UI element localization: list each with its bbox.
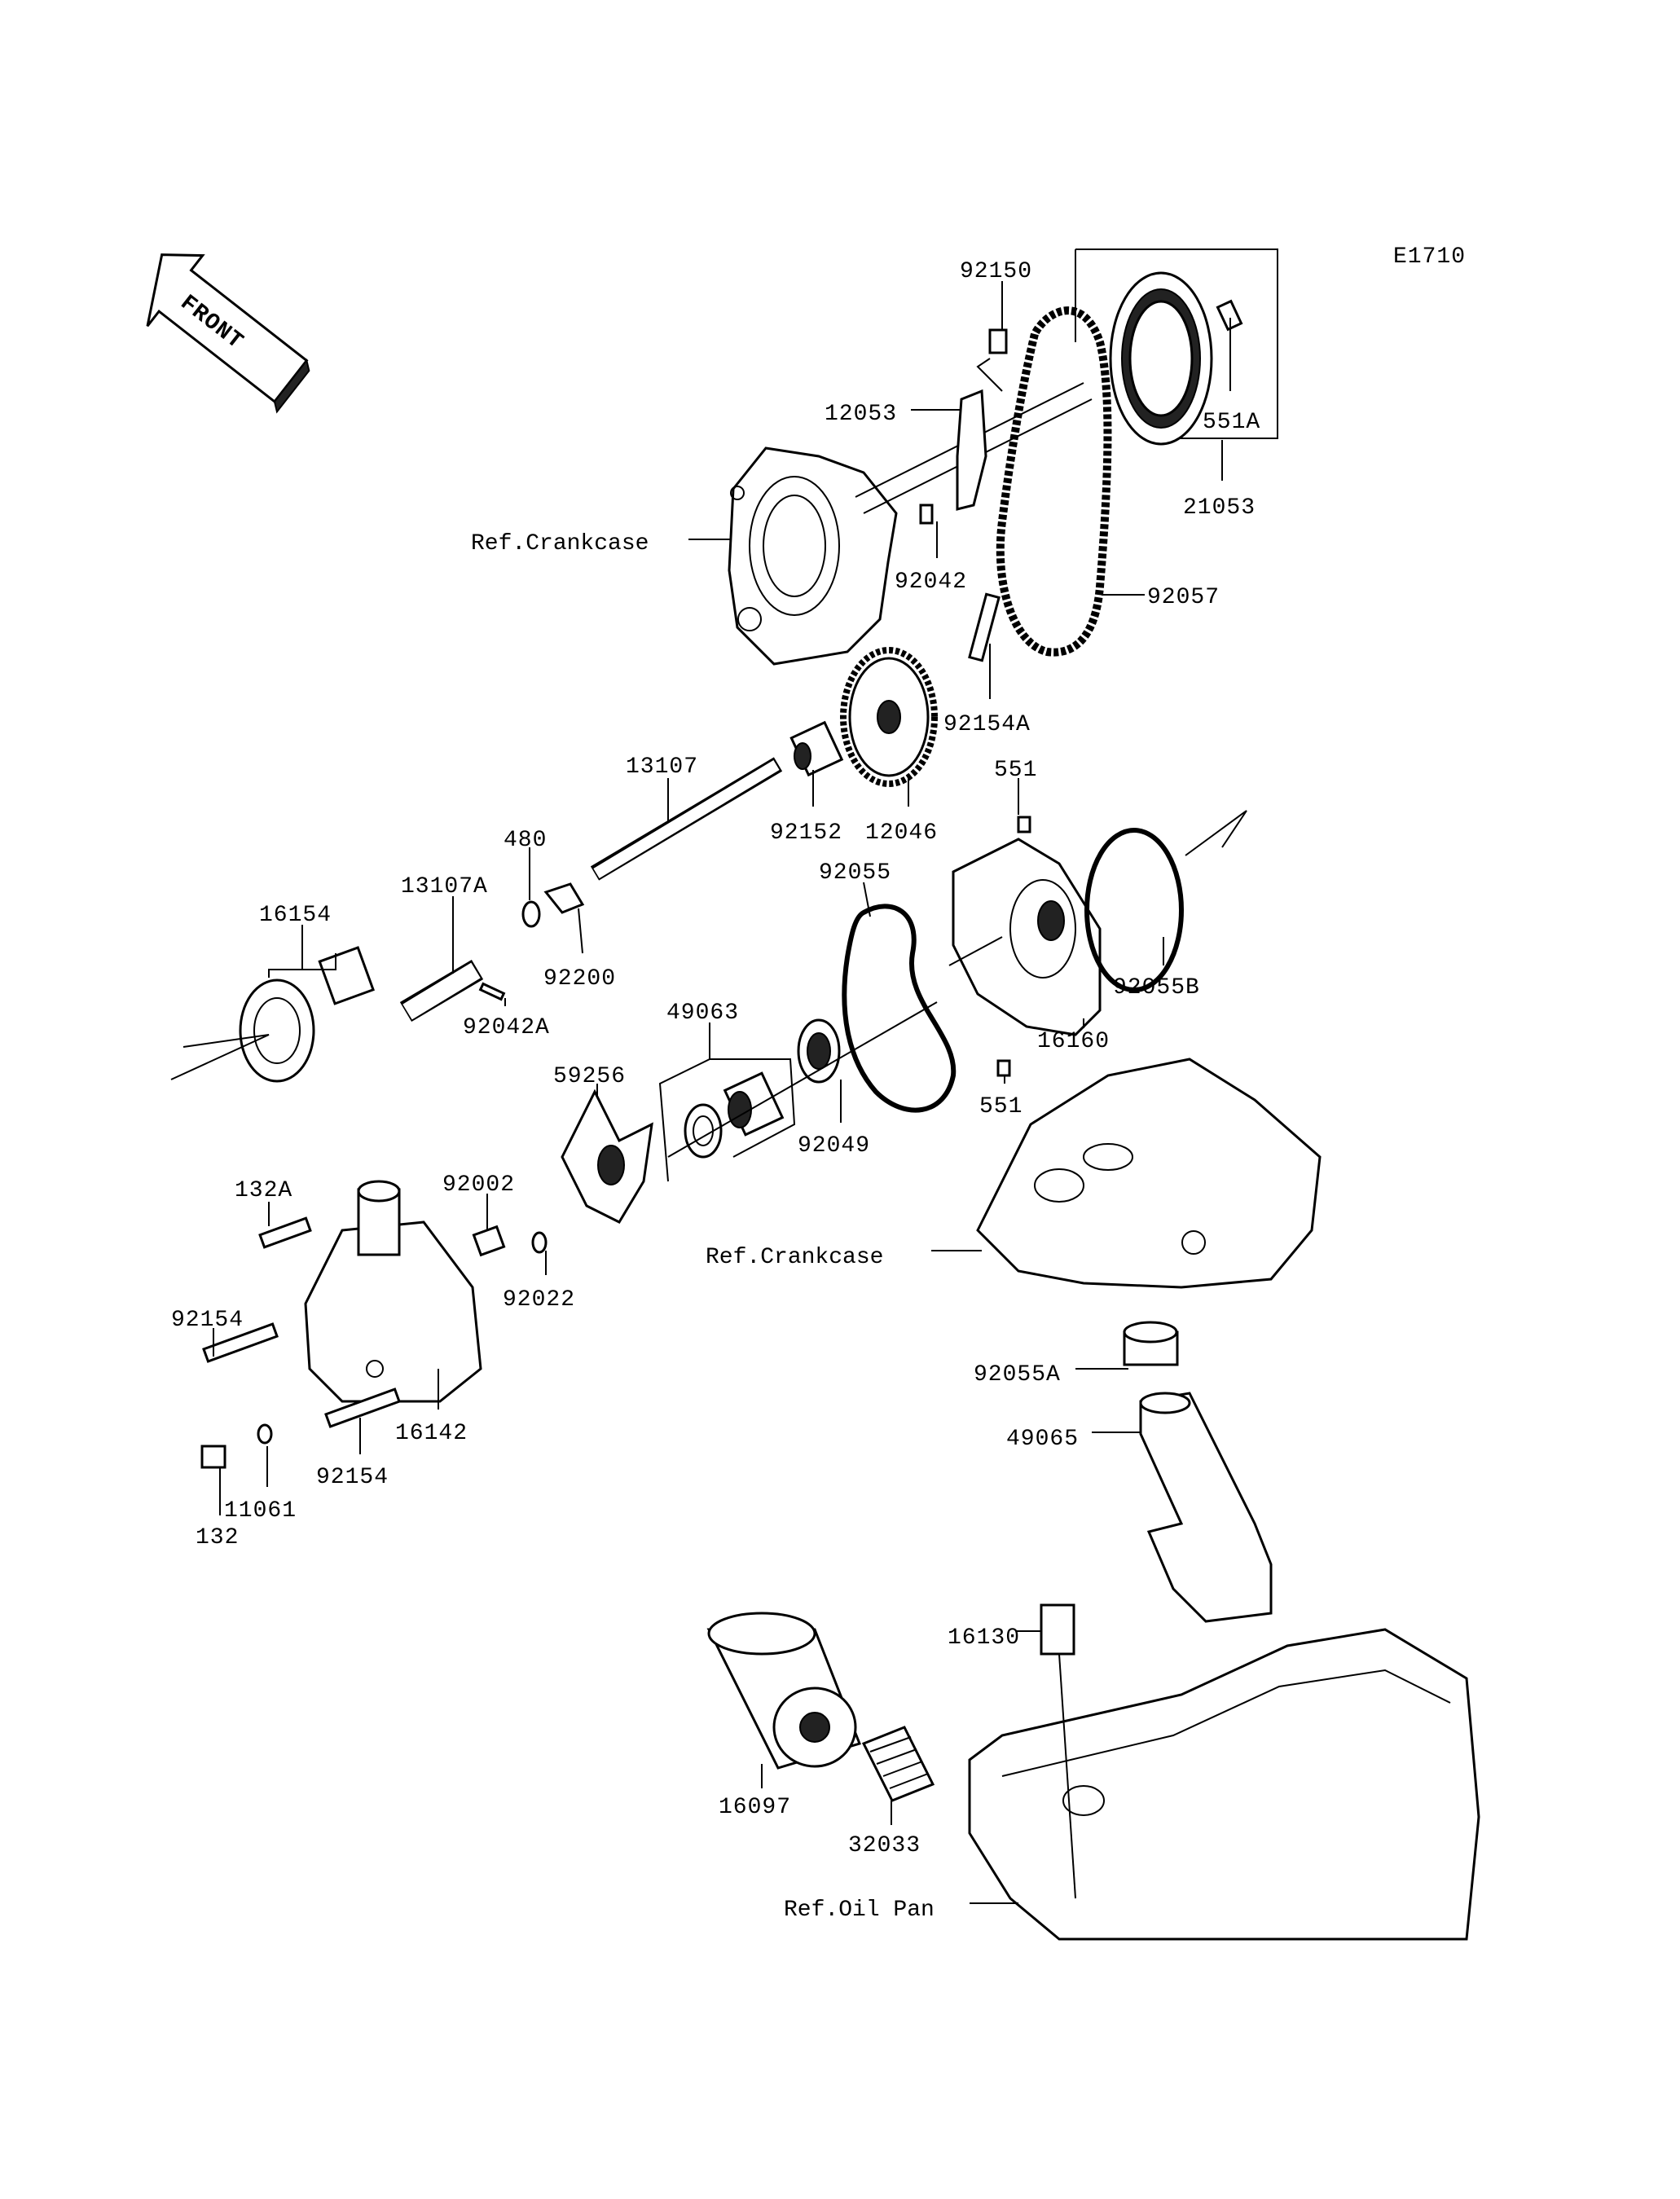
part-92150-bolt	[988, 328, 1008, 354]
label-132: 132	[196, 1525, 239, 1550]
label-92002: 92002	[442, 1172, 515, 1198]
label-132a: 132A	[235, 1178, 292, 1203]
part-92057-chain	[996, 306, 1112, 657]
part-92055a-oring	[1075, 1321, 1179, 1370]
label-16130: 16130	[948, 1625, 1020, 1651]
label-551: 551	[994, 758, 1037, 783]
label-12053: 12053	[825, 402, 897, 427]
part-132a-bolt	[258, 1216, 312, 1249]
part-49065-oil-strainer	[1092, 1392, 1273, 1623]
part-92055-gasket	[842, 904, 957, 1113]
label-13107: 13107	[626, 754, 698, 780]
label-92152: 92152	[770, 820, 842, 846]
part-92049-seal	[667, 1001, 938, 1158]
label-92055a: 92055A	[974, 1362, 1061, 1388]
part-13107a-shaft	[399, 896, 506, 1023]
label-92154: 92154	[171, 1308, 244, 1333]
part-92042-dowel	[919, 504, 934, 525]
part-ref-crankcase-upper	[688, 382, 1093, 666]
part-21053-sprocket-assembly	[1075, 248, 1278, 481]
label-16097: 16097	[719, 1795, 791, 1820]
label-ref-crankcase-lower: Ref.Crankcase	[706, 1245, 883, 1270]
part-92154-bolt	[202, 1322, 279, 1363]
label-92154a: 92154A	[943, 712, 1031, 737]
part-49063-seal-set	[658, 1023, 796, 1182]
label-92057: 92057	[1147, 585, 1220, 610]
part-92055b-oring	[1084, 828, 1184, 992]
label-92200: 92200	[543, 966, 616, 992]
label-12046: 12046	[865, 820, 938, 846]
label-11061: 11061	[224, 1498, 297, 1524]
part-ref-oil-pan	[968, 1628, 1480, 1941]
label-551a: 551A	[1203, 410, 1260, 435]
part-551-dowel	[1017, 816, 1031, 833]
diagram-code: E1710	[1393, 244, 1466, 270]
part-16142-pump-cover	[304, 1180, 482, 1410]
part-59256-impeller	[561, 1084, 653, 1224]
label-32033: 32033	[848, 1833, 921, 1858]
label-16154: 16154	[259, 903, 332, 928]
label-16142: 16142	[395, 1421, 468, 1446]
label-16160: 16160	[1037, 1029, 1110, 1054]
label-ref-oil-pan: Ref.Oil Pan	[784, 1898, 935, 1923]
part-12053-chain-guide	[956, 389, 987, 511]
part-551-dowel-lower	[996, 1059, 1011, 1077]
label-551-lower: 551	[979, 1094, 1023, 1119]
label-92022: 92022	[503, 1287, 575, 1313]
label-92042: 92042	[895, 570, 967, 595]
label-92055b: 92055B	[1113, 975, 1200, 1001]
part-92022-washer	[531, 1231, 548, 1254]
label-92049: 92049	[798, 1133, 870, 1159]
part-ref-crankcase-lower	[931, 1058, 1322, 1289]
part-132-bolt	[200, 1445, 226, 1469]
part-32033-spring	[861, 1726, 935, 1825]
label-92154-lower: 92154	[316, 1465, 389, 1490]
part-16097-oil-filter	[706, 1612, 861, 1788]
part-16130-valve	[1017, 1603, 1075, 1656]
part-480-circlip	[521, 900, 541, 928]
part-92154a-bolt	[968, 592, 1001, 699]
part-92002-bolt	[472, 1225, 506, 1257]
part-16154-rotor	[170, 925, 375, 1083]
part-92154-bolt-lower	[324, 1388, 401, 1428]
label-92042a: 92042A	[463, 1015, 550, 1040]
part-13107-shaft	[590, 757, 783, 881]
front-arrow-icon: FRONT	[146, 253, 310, 414]
label-92150: 92150	[960, 259, 1032, 284]
label-13107a: 13107A	[401, 874, 488, 899]
part-16160-pump-body	[948, 838, 1102, 1036]
label-92055: 92055	[819, 860, 891, 886]
part-92152-bushing	[789, 720, 844, 807]
label-21053: 21053	[1183, 495, 1256, 521]
part-labels: 92150 12053 551A 21053 Ref.Crankcase 920…	[171, 259, 1260, 1923]
label-49063: 49063	[666, 1001, 739, 1026]
label-ref-crankcase: Ref.Crankcase	[471, 531, 649, 556]
part-11061-washer	[257, 1423, 273, 1445]
part-92200-plate	[543, 882, 585, 914]
label-59256: 59256	[553, 1064, 626, 1089]
label-480: 480	[504, 828, 547, 853]
label-49065: 49065	[1006, 1427, 1079, 1452]
part-12046-sprocket	[840, 647, 938, 807]
